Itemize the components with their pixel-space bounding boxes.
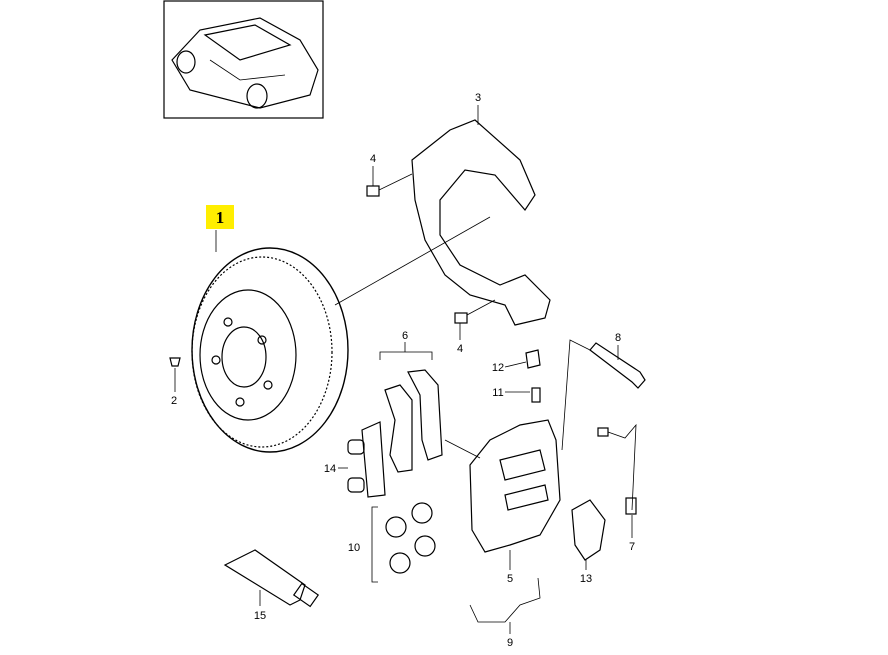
part-label-11[interactable]: 11 bbox=[492, 387, 503, 399]
part-label-14[interactable]: 14 bbox=[324, 463, 336, 475]
part-label-2[interactable]: 2 bbox=[171, 395, 177, 407]
anti-rattle-spring[interactable] bbox=[571, 499, 606, 561]
bolt bbox=[366, 173, 413, 197]
part-label-15[interactable]: 15 bbox=[254, 610, 266, 622]
part-label-6[interactable]: 6 bbox=[402, 330, 408, 342]
part-label-4b[interactable]: 4 bbox=[457, 343, 463, 355]
selected-part-highlight bbox=[206, 205, 234, 229]
part-label-4[interactable]: 4 bbox=[370, 153, 376, 165]
bolt bbox=[454, 299, 496, 324]
screw bbox=[169, 357, 181, 367]
paste-tube[interactable] bbox=[223, 549, 320, 608]
caliper-bolt[interactable] bbox=[589, 342, 646, 389]
vehicle-thumbnail bbox=[163, 0, 324, 119]
part-label-3[interactable]: 3 bbox=[475, 92, 481, 104]
brake-line[interactable] bbox=[469, 577, 541, 623]
piston-seals[interactable] bbox=[371, 502, 436, 583]
part-label-1[interactable]: 1 bbox=[216, 208, 225, 227]
guide-plate[interactable] bbox=[347, 421, 386, 498]
part-label-13[interactable]: 13 bbox=[580, 573, 592, 585]
brake-splash-shield[interactable] bbox=[411, 119, 551, 326]
wear-sensor[interactable] bbox=[597, 423, 637, 515]
part-label-12[interactable]: 12 bbox=[492, 362, 504, 374]
leader-lines bbox=[174, 105, 633, 634]
part-label-7[interactable]: 7 bbox=[629, 541, 635, 553]
bleed-screw bbox=[525, 349, 541, 403]
brake-pads[interactable] bbox=[379, 351, 443, 473]
part-label-10[interactable]: 10 bbox=[348, 542, 360, 554]
brake-caliper[interactable] bbox=[444, 339, 591, 553]
part-label-5[interactable]: 5 bbox=[507, 573, 513, 585]
part-label-9[interactable]: 9 bbox=[507, 637, 513, 649]
part-label-8[interactable]: 8 bbox=[615, 332, 621, 344]
brake-disc[interactable] bbox=[191, 216, 491, 453]
